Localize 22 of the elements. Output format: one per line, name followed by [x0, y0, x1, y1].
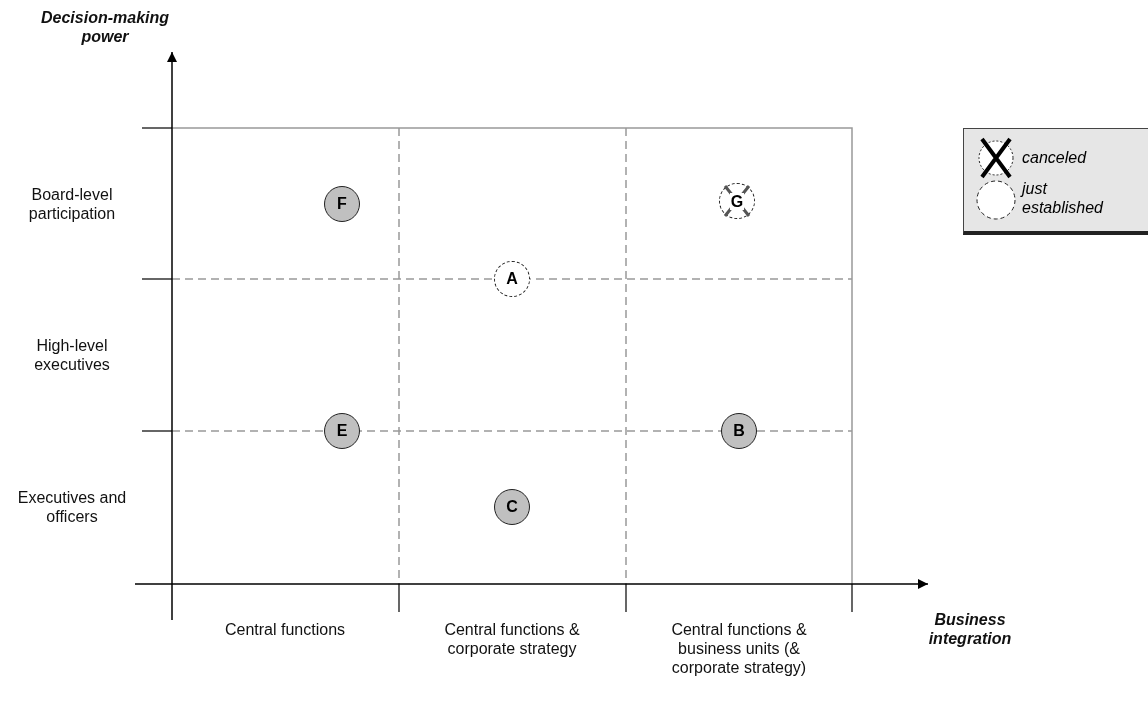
circle-letter: B — [733, 422, 745, 440]
marker-circle — [494, 261, 530, 297]
axis-title: Business integration — [927, 610, 1013, 648]
marker-circle — [324, 413, 360, 449]
row-label: Executives and officers — [16, 488, 128, 526]
legend-label: just established — [1022, 179, 1105, 217]
row-label: Board-level participation — [27, 185, 117, 223]
row-label: High-level executives — [33, 336, 111, 374]
column-label: Central functions & business units (& corporate strategy) — [670, 620, 808, 677]
marker-circle — [324, 186, 360, 222]
circle-letter: A — [506, 270, 518, 288]
circle-letter: C — [506, 498, 518, 516]
column-label: Central functions — [223, 620, 347, 639]
circle-letter: F — [337, 195, 347, 213]
axis-title: Decision-making power — [40, 8, 170, 46]
column-label: Central functions & corporate strategy — [443, 620, 581, 658]
circle-letter: G — [729, 192, 745, 210]
legend-label: canceled — [1022, 148, 1088, 167]
canceled-circle — [719, 183, 755, 219]
marker-circle — [721, 413, 757, 449]
circle-letter: E — [336, 422, 348, 440]
marker-circle — [494, 489, 530, 525]
